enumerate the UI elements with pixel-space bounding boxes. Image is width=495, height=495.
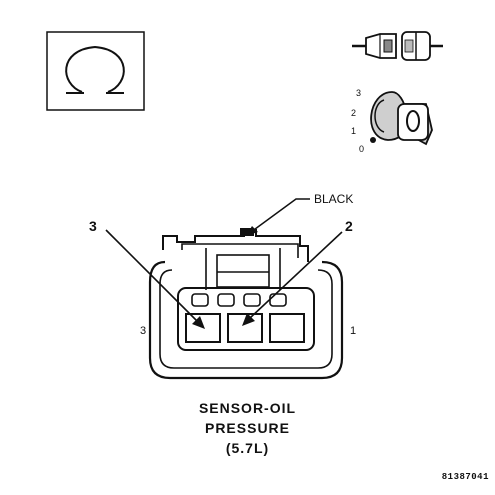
- pin-3-callout-label: 3: [89, 218, 97, 234]
- pin-2-callout-label: 2: [345, 218, 353, 234]
- key-pos-0: 0: [359, 144, 364, 154]
- black-label: BLACK: [314, 192, 353, 206]
- key-pos-1: 1: [351, 126, 356, 136]
- pin-3-face-label: 3: [140, 325, 146, 337]
- pin-3-callout: 3: [89, 218, 205, 329]
- connector-mating-icon: [352, 31, 443, 61]
- caption-line-2: PRESSURE: [204, 420, 291, 436]
- caption-line-1: SENSOR-OIL: [198, 400, 297, 416]
- key-pos-2: 2: [351, 108, 356, 118]
- ignition-key-icon: 3 2 1 0: [351, 88, 433, 154]
- connector-body: [148, 228, 344, 380]
- figure-number: 81387041: [441, 472, 489, 482]
- black-callout: BLACK: [246, 192, 353, 236]
- key-pos-3: 3: [356, 88, 361, 98]
- diagram-caption: SENSOR-OIL PRESSURE (5.7L): [0, 398, 495, 458]
- caption-line-3: (5.7L): [225, 440, 270, 456]
- pin-1-face-label: 1: [350, 325, 356, 337]
- ohmmeter-symbol: [46, 31, 145, 111]
- pin-2-callout: 2: [242, 218, 353, 326]
